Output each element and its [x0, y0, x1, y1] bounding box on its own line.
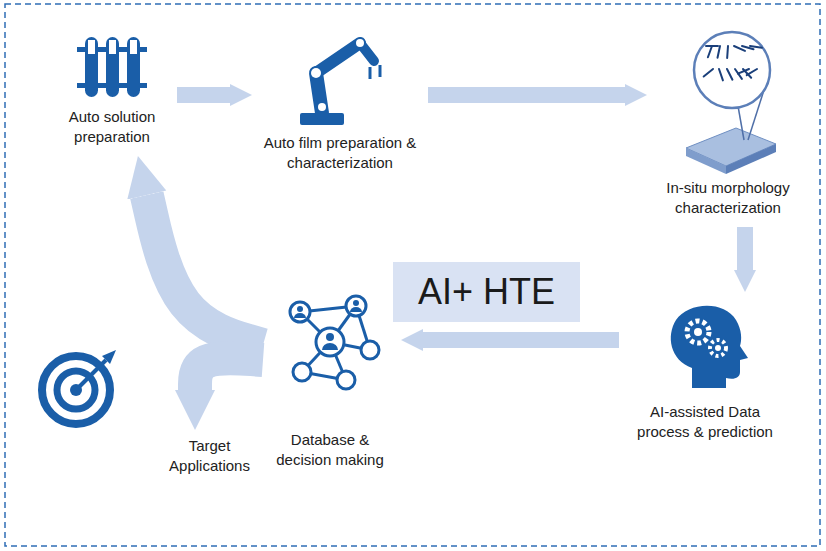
step-label: Target Applications [162, 436, 257, 475]
step-label: Database & decision making [269, 430, 391, 469]
flow-arrow [423, 332, 619, 348]
fibre-strokes [704, 46, 762, 80]
fibre-stroke [742, 46, 754, 49]
process-step: AI-assisted Data process & prediction [625, 298, 785, 445]
morphology-illustration [686, 32, 776, 174]
center-box: AI+ HTE [393, 262, 580, 322]
process-step: Target Applications [158, 436, 261, 479]
fibre-stroke [704, 69, 713, 77]
fibre-stroke [727, 69, 732, 80]
fibre-stroke [718, 46, 720, 58]
process-step: In-situ morphology characterization [653, 28, 803, 221]
flow-arrow [195, 358, 263, 390]
fibre-stroke [719, 69, 723, 80]
center-label: AI+ HTE [418, 272, 555, 312]
step-label: Auto solution preparation [57, 107, 167, 146]
step-label: In-situ morphology characterization [657, 178, 799, 217]
head-gears-icon [671, 306, 748, 388]
fibre-stroke [750, 46, 762, 48]
flow-arrow [147, 195, 263, 345]
robot-arm-icon [300, 39, 380, 125]
flow-arrow [177, 87, 230, 103]
fibre-stroke [734, 46, 745, 51]
test-tube-icon [77, 37, 147, 97]
step-label: Auto film preparation & characterization [262, 133, 418, 172]
process-step: Auto solution preparation [53, 35, 171, 150]
process-step: Database & decision making [265, 290, 395, 473]
network-icon [290, 296, 379, 389]
flow-arrow [737, 227, 753, 270]
flow-arrow [428, 87, 625, 103]
fibre-stroke [726, 46, 729, 58]
fibre-stroke [738, 69, 749, 74]
target-icon [42, 350, 116, 424]
process-step: Auto film preparation & characterization [258, 25, 422, 176]
fibre-stroke [708, 46, 712, 57]
step-label: AI-assisted Data process & prediction [629, 402, 781, 441]
frame-border [5, 4, 820, 546]
